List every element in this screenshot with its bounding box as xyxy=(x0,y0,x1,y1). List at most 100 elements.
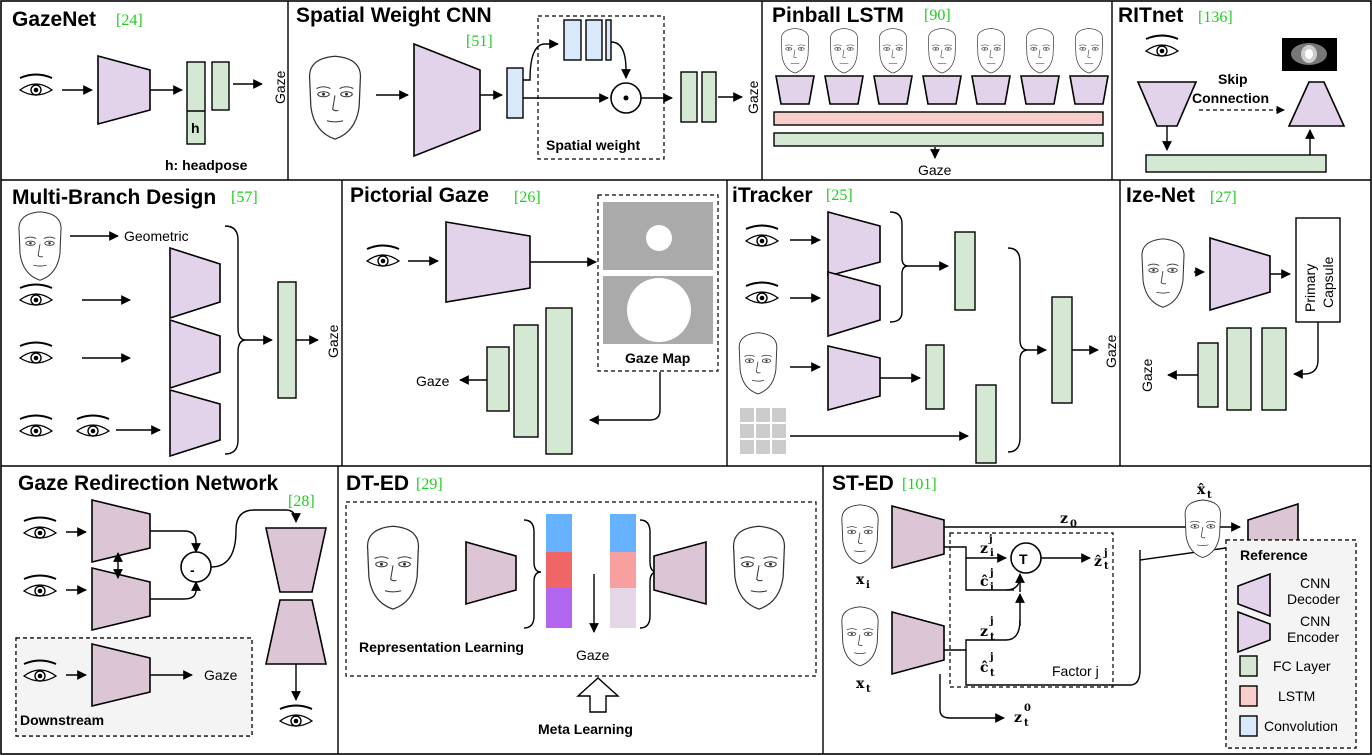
svg-text:j: j xyxy=(989,616,994,627)
cnn-encoder xyxy=(265,599,327,665)
svg-text:0: 0 xyxy=(1070,519,1077,530)
factor-label: Factor j xyxy=(1052,663,1099,679)
head-code-segment xyxy=(610,552,636,588)
cnn-encoder xyxy=(91,498,151,564)
cnn-encoder xyxy=(1020,75,1060,105)
factor-j-box xyxy=(949,532,1114,688)
xhat-label: x̂ t xyxy=(1197,482,1212,501)
eye-icon xyxy=(366,244,400,267)
face-icon xyxy=(1025,28,1055,74)
fc-layer xyxy=(1145,154,1327,173)
grid-icon xyxy=(740,408,786,454)
reference-legend: Reference CNN Decoder CNN Encoder FC Lay… xyxy=(1225,539,1357,749)
face-icon xyxy=(1074,28,1104,74)
fc-layer xyxy=(954,231,976,311)
legend-label-lstm: LSTM xyxy=(1278,688,1315,704)
legend-label-encoder-1: CNN xyxy=(1300,613,1330,629)
dted-ref: [29] xyxy=(416,476,443,493)
face-icon xyxy=(841,606,879,667)
legend-swatch-fc xyxy=(1239,655,1258,677)
fc-layer xyxy=(680,71,698,123)
headpose-caption: h: headpose xyxy=(165,157,248,173)
cnn-encoder xyxy=(1136,81,1198,127)
multibranch-ref: [57] xyxy=(231,189,258,206)
representation-learning-label: Representation Learning xyxy=(359,639,524,655)
svg-text:z: z xyxy=(980,541,988,557)
panel-ritnet: RITnet [136] Skip Connection xyxy=(1118,4,1346,173)
cnn-encoder xyxy=(827,344,881,412)
fc-layer xyxy=(925,344,945,410)
svg-text:t: t xyxy=(990,668,995,679)
eye-icon xyxy=(19,341,53,364)
cnn-encoder xyxy=(775,75,815,105)
svg-text:t: t xyxy=(990,632,995,643)
pinball-cnn-row xyxy=(775,75,1109,105)
cnn-encoder xyxy=(922,75,962,105)
face-icon xyxy=(366,525,420,610)
xi-label: x i xyxy=(856,572,870,591)
face-icon xyxy=(878,28,908,74)
eye-icon xyxy=(1145,34,1179,57)
cnn-encoder xyxy=(465,540,517,606)
conv-layer xyxy=(506,67,524,119)
zi-label: z i j xyxy=(980,534,994,559)
gazenet-title: GazeNet xyxy=(12,8,96,31)
cnn-encoder xyxy=(873,75,913,105)
face-icon xyxy=(732,525,786,610)
legend-swatch-conv xyxy=(1239,715,1258,737)
eye-icon xyxy=(19,73,53,96)
panel-multi-branch: Multi-Branch Design [57] Geometric Gaze xyxy=(12,186,341,458)
cnn-encoder xyxy=(1069,75,1109,105)
subtract-op xyxy=(180,551,212,583)
panel-itracker: iTracker [25] Gaze xyxy=(732,184,1119,464)
zout-label: ẑ t j xyxy=(1094,548,1109,572)
pinball-title: Pinball LSTM xyxy=(772,4,904,27)
gaze-output-label: Gaze xyxy=(1139,358,1155,392)
gazenet-ref: [24] xyxy=(116,12,143,29)
ritnet-title: RITnet xyxy=(1118,4,1183,27)
cnn-encoder xyxy=(891,610,945,676)
izenet-title: Ize-Net xyxy=(1126,184,1195,207)
svg-text:t: t xyxy=(1024,718,1029,729)
spatial-ref: [51] xyxy=(466,33,493,50)
svg-text:x̂: x̂ xyxy=(1197,482,1206,498)
panel-gaze-redirection: Gaze Redirection Network [28] - Gaze Dow… xyxy=(15,472,327,737)
zt0-label: z t 0 xyxy=(1014,703,1031,729)
sted-title: ST-ED xyxy=(832,472,894,495)
legend-label-decoder-2: Decoder xyxy=(1287,591,1340,607)
dted-title: DT-ED xyxy=(346,472,409,495)
capsule-label: Capsule xyxy=(1320,256,1336,308)
fc-layer xyxy=(773,132,1104,147)
svg-text:t: t xyxy=(1104,561,1109,572)
fc-layer xyxy=(486,346,510,412)
svg-text:j: j xyxy=(988,534,993,545)
cnn-decoder xyxy=(653,540,707,606)
eye-icon xyxy=(76,414,110,437)
cnn-encoder xyxy=(445,221,531,303)
eye-icon xyxy=(279,704,313,727)
z0-label: z 0 xyxy=(1060,511,1077,530)
xt-label: x t xyxy=(856,676,871,695)
face-icon xyxy=(780,28,810,74)
gaze-map-label: Gaze Map xyxy=(625,350,690,366)
fc-layer xyxy=(1197,342,1219,408)
headpose-h-label: h xyxy=(191,120,200,136)
eye-icon xyxy=(23,574,57,597)
svg-text:j: j xyxy=(989,652,994,663)
conv-layer xyxy=(563,19,582,61)
cnn-decoder xyxy=(1287,81,1346,127)
cnn-encoder xyxy=(169,246,221,320)
cnn-encoder xyxy=(91,566,151,632)
cnn-encoder xyxy=(827,210,881,278)
legend-label-decoder-1: CNN xyxy=(1300,575,1330,591)
ci-label: ĉ i j xyxy=(980,568,994,593)
cnn-decoder xyxy=(265,527,327,593)
svg-text:z: z xyxy=(1060,511,1068,527)
downstream-label: Downstream xyxy=(20,712,104,728)
eye-icon xyxy=(745,281,779,304)
skip-label: Skip xyxy=(1218,71,1248,87)
ritnet-ref: [136] xyxy=(1198,9,1233,26)
legend-swatch-lstm xyxy=(1239,685,1258,707)
eye-icon xyxy=(19,283,53,306)
cnn-encoder xyxy=(1209,236,1271,312)
